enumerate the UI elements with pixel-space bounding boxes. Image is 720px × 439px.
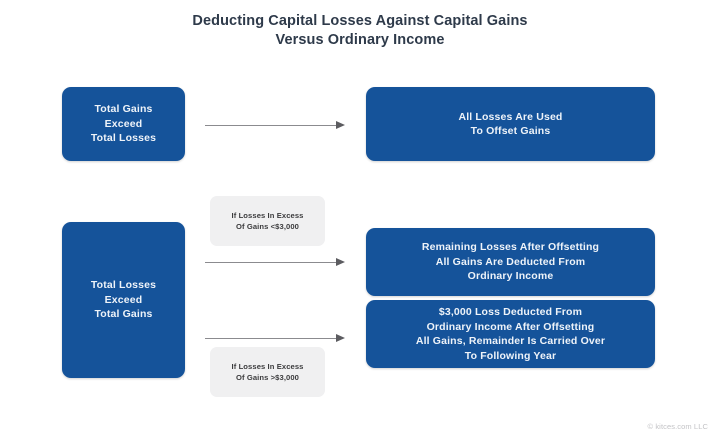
box-line-2: To Offset Gains — [470, 125, 551, 137]
box-line-1: Total Losses — [90, 279, 157, 292]
condition-line-1: If Losses In Excess — [231, 211, 304, 220]
box-text: Remaining Losses After Offsetting All Ga… — [422, 240, 599, 284]
box-text: Total Losses Exceed Total Gains — [91, 278, 156, 322]
box-line-1: $3,000 Loss Deducted From — [438, 306, 583, 318]
box-text: Total Gains Exceed Total Losses — [91, 102, 156, 146]
box-line-3: Total Gains — [94, 308, 153, 321]
box-remaining-losses-deducted-from-ordinary-income: Remaining Losses After Offsetting All Ga… — [366, 228, 655, 296]
arrow-shaft — [205, 125, 336, 127]
box-line-2: All Gains Are Deducted From — [435, 255, 586, 268]
arrow-gains-to-offset — [205, 120, 345, 131]
box-line-2: Exceed — [104, 117, 143, 130]
box-line-2: Ordinary Income After Offsetting — [426, 320, 595, 333]
arrow-head-icon — [336, 121, 345, 129]
arrow-shaft — [205, 338, 336, 340]
condition-line-2: Of Gains <$3,000 — [235, 222, 300, 231]
condition-line-2: Of Gains >$3,000 — [235, 373, 300, 382]
box-line-4: To Following Year — [464, 349, 557, 362]
box-text: $3,000 Loss Deducted From Ordinary Incom… — [416, 305, 605, 363]
box-text: All Losses Are Used To Offset Gains — [459, 110, 563, 139]
page-title-line-2: Versus Ordinary Income — [275, 32, 445, 48]
box-line-3: Ordinary Income — [467, 270, 554, 283]
box-line-2: Exceed — [104, 293, 143, 306]
box-all-losses-used-to-offset-gains: All Losses Are Used To Offset Gains — [366, 87, 655, 161]
box-total-gains-exceed-total-losses: Total Gains Exceed Total Losses — [62, 87, 185, 161]
arrow-shaft — [205, 262, 336, 264]
condition-label-losses-under-3000: If Losses In Excess Of Gains <$3,000 — [210, 196, 325, 246]
page-title-line-1: Deducting Capital Losses Against Capital… — [192, 13, 528, 29]
box-line-1: All Losses Are Used — [458, 110, 563, 123]
condition-text: If Losses In Excess Of Gains <$3,000 — [232, 210, 304, 232]
box-line-3: Total Losses — [90, 132, 157, 145]
arrow-losses-to-remaining-losses — [205, 257, 345, 268]
arrow-head-icon — [336, 258, 345, 266]
attribution-footer: © kitces.com LLC — [647, 422, 708, 431]
page-title: Deducting Capital Losses Against Capital… — [0, 12, 720, 50]
arrow-head-icon — [336, 334, 345, 342]
arrow-losses-to-3000-deduction — [205, 333, 345, 344]
box-line-1: Total Gains — [94, 103, 153, 116]
condition-label-losses-over-3000: If Losses In Excess Of Gains >$3,000 — [210, 347, 325, 397]
box-3000-loss-deducted-remainder-carried-over: $3,000 Loss Deducted From Ordinary Incom… — [366, 300, 655, 368]
condition-text: If Losses In Excess Of Gains >$3,000 — [232, 361, 304, 383]
condition-line-1: If Losses In Excess — [231, 362, 304, 371]
box-line-3: All Gains, Remainder Is Carried Over — [415, 335, 606, 347]
box-line-1: Remaining Losses After Offsetting — [421, 241, 600, 254]
box-total-losses-exceed-total-gains: Total Losses Exceed Total Gains — [62, 222, 185, 378]
